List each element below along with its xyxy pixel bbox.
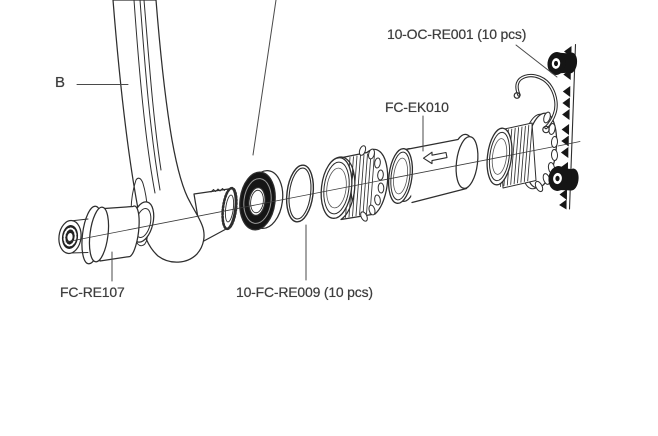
chainring-bolt-top (547, 52, 578, 75)
label-o-ring: 10-FC-RE009 (10 pcs) (236, 284, 373, 300)
spline-teeth (210, 188, 225, 193)
crank-arm-contour-lines (130, 0, 162, 247)
label-bb-sleeve: FC-EK010 (385, 99, 449, 115)
label-crank-fixing-bolt: FC-RE107 (60, 284, 125, 300)
right-bb-cup (486, 111, 559, 193)
bb-sleeve (387, 133, 479, 204)
left-bb-cup (320, 145, 389, 222)
leader-cutoff-top (252, 0, 277, 156)
axis-line (65, 141, 581, 243)
retaining-clip (513, 73, 558, 134)
chainring-teeth (559, 46, 572, 210)
seal-ring (239, 170, 284, 231)
cup-lockring-tabs (534, 111, 559, 193)
cup-lockring-tabs (358, 145, 385, 222)
label-retaining-clip: 10-OC-RE001 (10 pcs) (387, 26, 527, 42)
chainring-bolt-bottom (548, 166, 579, 191)
label-crank-arm: B (55, 74, 65, 91)
leader-retaining-clip (515, 44, 558, 78)
crank-fixing-bolt (58, 205, 140, 265)
spindle (193, 186, 238, 243)
o-ring (285, 164, 315, 223)
direction-arrow-icon (422, 151, 448, 165)
leader-lines (76, 0, 558, 282)
